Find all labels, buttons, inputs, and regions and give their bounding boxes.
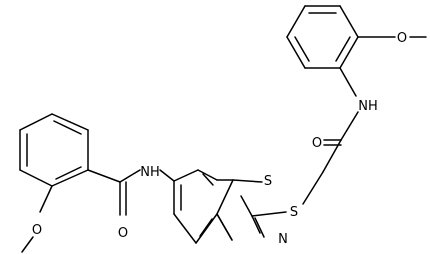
atom-o-methoxy-top: O [397, 31, 407, 46]
amide-left-bonds [87, 169, 175, 216]
atom-o-methoxy-left: O [32, 223, 42, 238]
atom-nh-amide-top: NH [358, 99, 378, 114]
atom-nh-amide-left: NH [140, 165, 160, 180]
methoxy-left-bonds [21, 185, 53, 253]
benzothiazole-ring [173, 169, 287, 244]
atom-s-ring: S [264, 174, 272, 189]
ring-top-aryl [286, 5, 359, 69]
atom-n-ring: N [278, 232, 288, 247]
amide-top-bonds [302, 67, 359, 205]
atom-o-carbonyl-top: O [312, 136, 322, 151]
atom-o-carbonyl-left: O [118, 226, 128, 241]
ring-left-aryl [19, 113, 89, 187]
atom-s-thioether: S [290, 205, 298, 220]
